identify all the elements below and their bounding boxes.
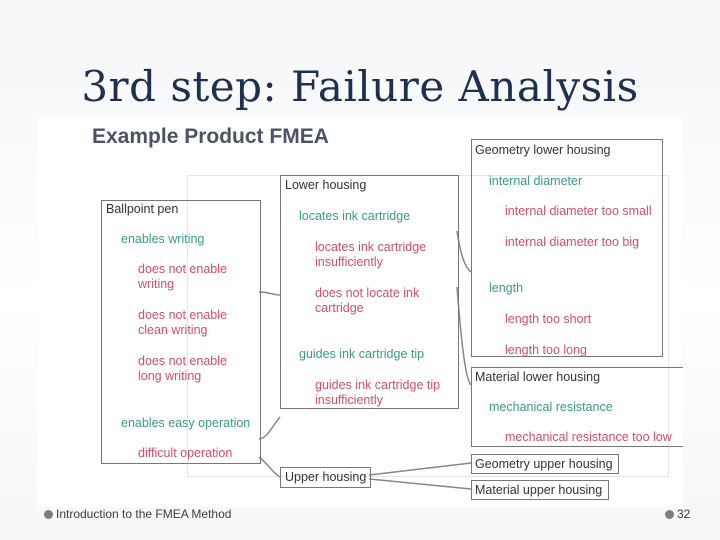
lower-housing-failure-2: does not locate ink cartridge	[315, 286, 420, 315]
geometry-function-2: length	[489, 281, 524, 295]
fmea-figure: Example Product FMEA Ballpoint pen enabl…	[37, 117, 683, 507]
geometry-failure-1: internal diameter too small	[505, 204, 652, 218]
geometry-function-1: internal diameter	[489, 174, 583, 188]
lower-housing-function-2: guides ink cartridge tip	[299, 347, 425, 361]
geometry-lower-housing-label: Geometry lower housing	[475, 143, 611, 157]
link-lower-to-geometry	[456, 230, 472, 273]
lower-housing-box	[280, 175, 459, 409]
ballpoint-pen-box	[101, 200, 261, 464]
geometry-upper-housing-label: Geometry upper housing	[475, 457, 613, 471]
material-upper-housing-box	[471, 480, 609, 500]
link-enables-writing	[258, 291, 281, 296]
ballpoint-failure-3: does not enable long writing	[138, 354, 227, 383]
ballpoint-failure-4: difficult operation	[138, 446, 233, 460]
material-lower-housing-label: Material lower housing	[475, 370, 601, 384]
footer-text: Introduction to the FMEA Method	[56, 507, 232, 521]
link-to-upper-housing	[258, 456, 281, 478]
upper-housing-box	[280, 467, 371, 488]
ballpoint-function-2: enables easy operation	[121, 416, 251, 430]
page-number: 32	[677, 507, 691, 521]
geometry-failure-3: length too short	[505, 312, 592, 326]
lower-housing-function-1: locates ink cartridge	[299, 209, 411, 223]
upper-housing-label: Upper housing	[285, 470, 367, 484]
ballpoint-failure-1: does not enable writing	[138, 262, 227, 291]
geometry-upper-housing-box	[471, 454, 619, 474]
ballpoint-function-1: enables writing	[121, 232, 205, 246]
figure-heading: Example Product FMEA	[92, 125, 329, 148]
link-upper-to-geometry	[368, 462, 472, 476]
geometry-failure-4: length too long	[505, 343, 588, 357]
footer-bullet-icon	[44, 510, 53, 519]
ballpoint-pen-label: Ballpoint pen	[106, 202, 179, 216]
page-bullet-icon	[665, 510, 674, 519]
link-lower-to-material	[456, 286, 472, 386]
material-function-1: mechanical resistance	[489, 400, 613, 414]
material-failure-1: mechanical resistance too low	[505, 430, 672, 444]
material-lower-housing-box	[471, 367, 683, 447]
link-easy-operation	[258, 416, 281, 440]
lower-housing-failure-3: guides ink cartridge tip insufficiently	[315, 378, 441, 407]
link-upper-to-material	[368, 478, 472, 490]
geometry-failure-2: internal diameter too big	[505, 235, 640, 249]
lower-housing-failure-1: locates ink cartridge insufficiently	[315, 240, 427, 269]
material-upper-housing-label: Material upper housing	[475, 483, 603, 497]
lower-housing-label: Lower housing	[285, 178, 367, 192]
slide-title: 3rd step: Failure Analysis	[81, 62, 639, 111]
geometry-lower-housing-box	[471, 139, 663, 357]
ballpoint-failure-2: does not enable clean writing	[138, 308, 227, 337]
